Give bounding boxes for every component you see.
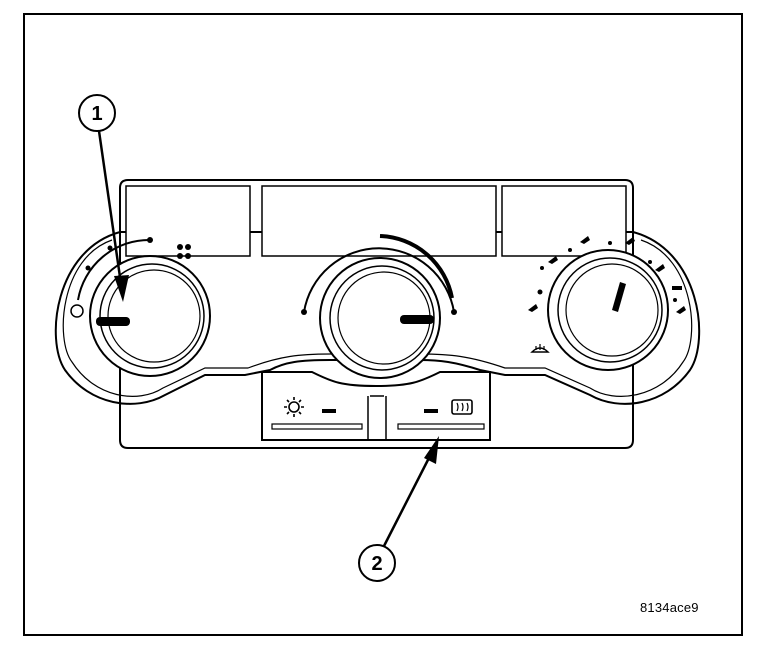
fan-speed-icon bbox=[177, 244, 191, 259]
callout-2-label: 2 bbox=[371, 553, 382, 575]
fan-knob-pointer bbox=[96, 317, 130, 326]
callout-1: 1 bbox=[78, 94, 129, 302]
temperature-knob-pointer bbox=[400, 315, 434, 324]
upper-housing bbox=[119, 179, 634, 257]
figure-id: 8134ace9 bbox=[640, 600, 699, 615]
airflow-mode-icons bbox=[528, 236, 686, 314]
air-conditioning-icon bbox=[284, 397, 304, 417]
fan-speed-scale-arc bbox=[77, 238, 151, 301]
rear-defrost-button-bar bbox=[397, 423, 485, 430]
temperature-knob[interactable] bbox=[301, 234, 457, 379]
callout-1-label: 1 bbox=[91, 103, 102, 125]
figure-border bbox=[23, 13, 743, 636]
ac-indicator-led bbox=[322, 409, 336, 413]
defrost-icon bbox=[530, 344, 550, 353]
ac-button[interactable] bbox=[268, 380, 366, 438]
rear-defrost-indicator-led bbox=[424, 409, 438, 413]
callout-2: 2 bbox=[358, 436, 439, 582]
rear-defrost-icon bbox=[451, 399, 473, 415]
mode-knob-pointer bbox=[612, 282, 626, 312]
rear-defrost-button[interactable] bbox=[390, 380, 488, 438]
temperature-scale-arc bbox=[303, 247, 455, 313]
mode-knob[interactable] bbox=[528, 236, 686, 371]
ac-button-bar bbox=[271, 423, 363, 430]
fan-off-indicator bbox=[70, 304, 84, 318]
button-block bbox=[261, 371, 491, 441]
